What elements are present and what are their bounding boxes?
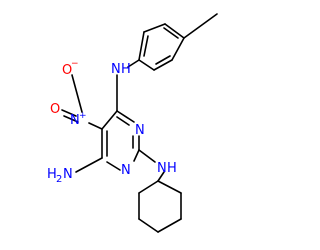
amine-top-nitrogen: N xyxy=(111,62,121,77)
bond-aryl-1 xyxy=(138,59,155,71)
bond-c2-n1 xyxy=(133,149,140,162)
bond-c5-nitro-n xyxy=(88,122,103,130)
amine-bottom-nitrogen: N xyxy=(157,161,167,176)
bond-c4-n3-inner xyxy=(116,116,130,126)
bond-c4-n3 xyxy=(116,110,135,123)
bond-cy-4 xyxy=(157,218,182,233)
bond-cy-3 xyxy=(138,218,159,233)
bond-n1-c6 xyxy=(106,161,121,171)
bond-c2-nh-bottom xyxy=(138,149,156,163)
bond-methyl xyxy=(183,13,218,39)
amino-hydrogen-subscript: 2 xyxy=(56,174,62,185)
nitro-nitrogen: N xyxy=(70,113,80,128)
nitro-oxygen-top-charge: − xyxy=(71,59,79,69)
bond-aryl-6-inner xyxy=(143,35,149,57)
amine-bottom-hydrogen: H xyxy=(167,161,177,176)
bond-aryl-5 xyxy=(143,23,166,33)
bonds xyxy=(61,13,218,233)
bond-aryl-2 xyxy=(153,59,173,71)
nitro-oxygen-left: O xyxy=(50,102,60,117)
bond-nitro-n-o-left-inner xyxy=(63,115,79,123)
amine-top-hydrogen: H xyxy=(121,62,131,77)
bond-nh-bottom-cy xyxy=(157,171,165,182)
bond-nh-top-aryl xyxy=(127,59,140,68)
bond-cy-6 xyxy=(157,180,182,194)
bond-cy-1 xyxy=(138,180,159,194)
bond-nitro-n-o-top xyxy=(71,74,83,113)
ring-nitrogen-upper: N xyxy=(135,123,145,138)
nitro-oxygen-top: O xyxy=(62,63,72,78)
bond-aryl-2-inner xyxy=(155,55,171,65)
chemical-structure: N N N H N H N + O − O H 2 N xyxy=(47,13,218,233)
bond-c5-c4 xyxy=(101,110,118,130)
bond-aryl-4-inner xyxy=(163,27,179,39)
bond-nitro-n-o-left xyxy=(61,109,77,117)
atom-labels: N N N H N H N + O − O H 2 N xyxy=(47,59,177,185)
bond-aryl-4 xyxy=(164,23,185,39)
amino-nitrogen: N xyxy=(63,167,73,182)
ring-nitrogen-lower: N xyxy=(121,163,131,178)
bond-aryl-6 xyxy=(138,31,145,61)
amino-hydrogen: H xyxy=(47,167,57,182)
bond-aryl-3 xyxy=(171,37,185,61)
nitro-nitrogen-charge: + xyxy=(79,111,87,121)
bond-c6-amino xyxy=(75,157,103,173)
